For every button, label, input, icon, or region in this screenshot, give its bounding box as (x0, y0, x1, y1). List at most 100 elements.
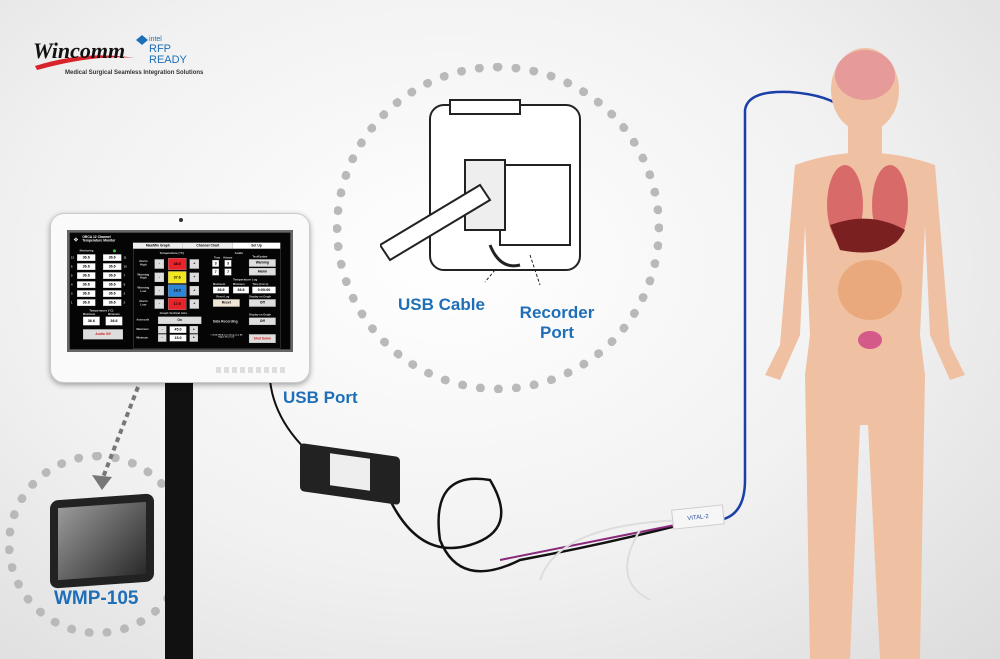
tab-set-up[interactable]: Set Up (232, 242, 281, 249)
warning-test-button[interactable]: Warning (248, 259, 276, 267)
recorder-port-illustration (380, 99, 581, 286)
channel-value: 36.6 (76, 254, 96, 261)
axis-min-value[interactable]: 15.0 (169, 334, 187, 342)
axis-max-label: Maximum (136, 327, 149, 331)
channel-value: 36.6 (102, 254, 122, 261)
warning-tone[interactable]: 3 (212, 259, 219, 267)
channel-number: 8 (123, 283, 126, 287)
usb-port-label: USB Port (283, 388, 358, 407)
threshold-value[interactable]: 37.6 (167, 271, 187, 284)
setup-panel (132, 248, 281, 349)
log-max-value: 36.6 (212, 286, 229, 294)
threshold-minus[interactable]: - (154, 272, 164, 282)
min-value: 36.6 (105, 316, 123, 326)
camera-icon (179, 218, 183, 222)
thresholds-title: Temperature (°C) (159, 251, 184, 255)
reset-log-button[interactable]: Reset (212, 299, 240, 307)
copyright-text: © 2014 ORCA Consulting, LLC All Rights R… (210, 334, 243, 339)
channel-value: 36.6 (102, 299, 122, 306)
channel-number: 6 (70, 265, 73, 269)
channel-value: 36.6 (102, 281, 122, 288)
min-label: Minimum (107, 312, 120, 316)
recorder-port-zoom-circle (333, 63, 663, 393)
channel-value: 36.6 (102, 263, 122, 270)
mount-pole (165, 381, 193, 659)
autoscale-label: Autoscale (136, 318, 150, 322)
channel-value: 36.6 (76, 263, 96, 270)
human-body-illustration (765, 48, 965, 659)
channel-number: 7 (123, 274, 126, 278)
alarm-test-button[interactable]: Alarm (248, 267, 276, 276)
tone-label: Tone (213, 255, 221, 259)
threshold-minus[interactable]: - (154, 259, 164, 269)
autoscale-toggle[interactable]: On (157, 316, 202, 324)
svg-text:READY: READY (149, 54, 188, 66)
wincomm-logo: Wincomm intel RFP READY (25, 30, 205, 80)
threshold-minus[interactable]: - (154, 299, 164, 309)
channel-number: 10 (123, 265, 127, 269)
log-max-label: Maximum (212, 282, 226, 286)
threshold-minus[interactable]: - (154, 285, 164, 296)
device-model-label: WMP-105 (54, 588, 139, 609)
axis-min-minus[interactable]: - (157, 334, 167, 342)
threshold-value[interactable]: 38.5 (167, 257, 187, 270)
logo-graphic: Wincomm intel RFP READY (33, 35, 188, 70)
threshold-plus[interactable]: + (189, 272, 199, 282)
threshold-value[interactable]: 18.5 (167, 284, 187, 297)
threshold-plus[interactable]: + (189, 285, 199, 296)
audio-off-button[interactable]: Audio Off (82, 329, 123, 340)
axis-min-label: Minimum (136, 335, 149, 339)
threshold-value[interactable]: 17.5 (167, 297, 187, 310)
graph-axis-title: Graph Vertical Axis (159, 311, 188, 315)
channel-value: 36.6 (76, 290, 96, 297)
channel-value: 36.6 (76, 272, 96, 279)
channel-number: 3 (70, 292, 73, 296)
volume-label: Volume (222, 255, 233, 259)
alarm-tone[interactable]: 7 (212, 268, 219, 276)
dotted-arrow (92, 386, 140, 490)
channel-number: 11 (123, 256, 127, 260)
log-min-label: Minimum (232, 282, 245, 286)
test-label: Test/Update (252, 255, 268, 259)
threshold-plus[interactable]: + (189, 299, 199, 309)
warning-volume[interactable]: 3 (224, 259, 232, 267)
axis-max-minus[interactable]: - (157, 325, 167, 334)
channel-number: 5 (70, 274, 73, 278)
channel-value: 36.6 (76, 299, 96, 306)
app-title: ORCA 12 Channel Temperature Monitor (82, 235, 116, 243)
threshold-label: Alarm High (139, 259, 148, 266)
monitoring-label: Monitoring (79, 249, 94, 253)
svg-text:intel: intel (149, 36, 162, 43)
axis-max-plus[interactable]: + (189, 325, 198, 334)
log-min-value: 36.6 (232, 286, 249, 294)
shut-down-button[interactable]: Shut Down (248, 334, 276, 343)
threshold-plus[interactable]: + (189, 259, 199, 269)
channel-number: 12 (70, 256, 74, 260)
app-logo-icon: ✥ (73, 237, 79, 243)
tab-channel-chart[interactable]: Channel Chart (182, 242, 233, 249)
data-recording-toggle[interactable]: Off (248, 317, 276, 325)
channel-value: 36.6 (102, 272, 122, 279)
log-time-label: Time (h:m:s) (252, 282, 269, 286)
channel-number: 1 (70, 301, 73, 305)
svg-text:RFP: RFP (149, 43, 171, 55)
usb-cable-label: USB Cable (398, 295, 485, 314)
temperature-label: Temperature (°C) (89, 308, 114, 312)
display-on-graph-toggle[interactable]: Off (248, 299, 276, 307)
threshold-label: Warning High (137, 272, 150, 280)
alarm-volume[interactable]: 7 (224, 268, 232, 276)
axis-max-value[interactable]: 45.0 (169, 326, 187, 333)
log-time-value: 0:00:00 (252, 286, 276, 294)
max-value: 36.6 (82, 316, 100, 326)
display-graph-label: Display on Graph (248, 295, 272, 299)
threshold-label: Warning Low (137, 285, 150, 293)
recording-display-label: Display on Graph (248, 313, 272, 317)
channel-value: 36.6 (76, 281, 96, 288)
audio-title: Audio (234, 251, 244, 255)
svg-text:Wincomm: Wincomm (33, 38, 125, 63)
speaker-grille (216, 367, 286, 373)
data-recording-label: Data Recording (212, 319, 238, 324)
max-label: Maximum (82, 312, 96, 316)
tab-max-min-graph[interactable]: Max/Min Graph (132, 242, 183, 249)
axis-min-plus[interactable]: + (189, 334, 198, 342)
